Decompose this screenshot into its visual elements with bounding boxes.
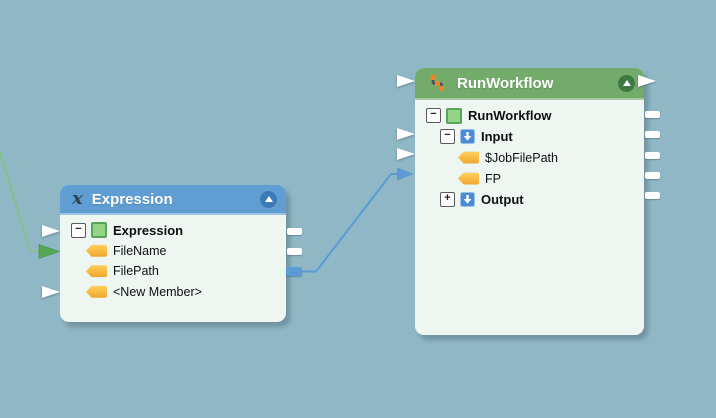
component-square-icon [446, 107, 462, 124]
tree-row[interactable]: $JobFilePath [415, 147, 644, 168]
tree-row[interactable]: FilePath [60, 261, 286, 282]
node-title: RunWorkflow [457, 74, 554, 92]
blue-edge-arrow-icon[interactable] [397, 167, 414, 181]
output-port[interactable] [645, 191, 660, 199]
row-label: Expression [113, 222, 184, 238]
collapse-up-icon [622, 79, 631, 86]
port-group-icon [460, 192, 475, 207]
member-tag-icon [86, 265, 107, 278]
blue-edge[interactable] [302, 173, 397, 273]
row-label: FP [485, 171, 501, 186]
expander-icon[interactable]: + [440, 192, 455, 207]
output-port[interactable] [645, 110, 660, 118]
input-port-arrow-icon[interactable] [397, 127, 415, 140]
expander-icon[interactable]: − [71, 222, 86, 238]
member-tag-icon [458, 172, 479, 185]
expander-icon[interactable]: − [426, 108, 441, 123]
node-runworkflow-header[interactable]: RunWorkflow [415, 68, 644, 100]
row-label: <New Member> [113, 284, 202, 299]
runworkflow-tree: − RunWorkflow − Input $JobFilePath FP [415, 100, 644, 210]
expander-icon[interactable]: − [440, 129, 455, 144]
row-label: FileName [113, 243, 167, 258]
output-port[interactable] [645, 131, 660, 138]
input-port-arrow-icon[interactable] [397, 148, 415, 160]
green-edge[interactable] [0, 146, 39, 253]
collapse-button[interactable] [618, 74, 635, 92]
port-group-icon [460, 129, 475, 144]
tree-row[interactable]: FP [415, 168, 644, 189]
tree-row[interactable]: + Output [415, 189, 644, 210]
output-port[interactable] [287, 227, 302, 235]
tree-row[interactable]: − RunWorkflow [415, 105, 644, 126]
input-port-arrow-icon[interactable] [42, 285, 60, 298]
script-x-icon: x [72, 188, 83, 209]
member-tag-icon [458, 151, 479, 164]
input-port-arrow-icon[interactable] [42, 224, 60, 237]
output-port[interactable] [645, 171, 660, 179]
workflow-icon [430, 75, 444, 91]
collapse-up-icon [264, 195, 273, 202]
row-label: RunWorkflow [468, 108, 552, 123]
node-title: Expression [91, 190, 173, 208]
node-output-arrow-icon[interactable] [638, 74, 656, 87]
output-port-connected[interactable] [286, 267, 302, 276]
member-tag-icon [86, 244, 107, 257]
component-square-icon [91, 222, 107, 239]
row-label: $JobFilePath [485, 150, 558, 165]
tree-row[interactable]: FileName [60, 241, 286, 262]
tree-row[interactable]: <New Member> [60, 282, 286, 303]
expression-tree: − Expression FileName FilePath <New Memb… [60, 215, 286, 302]
output-port[interactable] [645, 151, 660, 159]
tree-row[interactable]: − Input [415, 126, 644, 147]
tree-row[interactable]: − Expression [60, 220, 286, 241]
node-runworkflow[interactable]: RunWorkflow − RunWorkflow − Input [415, 68, 644, 335]
node-expression-header[interactable]: x Expression [60, 185, 286, 215]
collapse-button[interactable] [260, 190, 277, 208]
row-label: Output [481, 192, 524, 207]
node-expression[interactable]: x Expression − Expression FileName FileP… [60, 185, 286, 322]
green-edge-arrow-icon[interactable] [38, 244, 60, 259]
row-label: Input [481, 129, 513, 144]
output-port[interactable] [287, 247, 302, 255]
node-input-arrow-icon[interactable] [397, 74, 415, 87]
member-tag-icon [86, 285, 107, 298]
row-label: FilePath [113, 264, 159, 279]
